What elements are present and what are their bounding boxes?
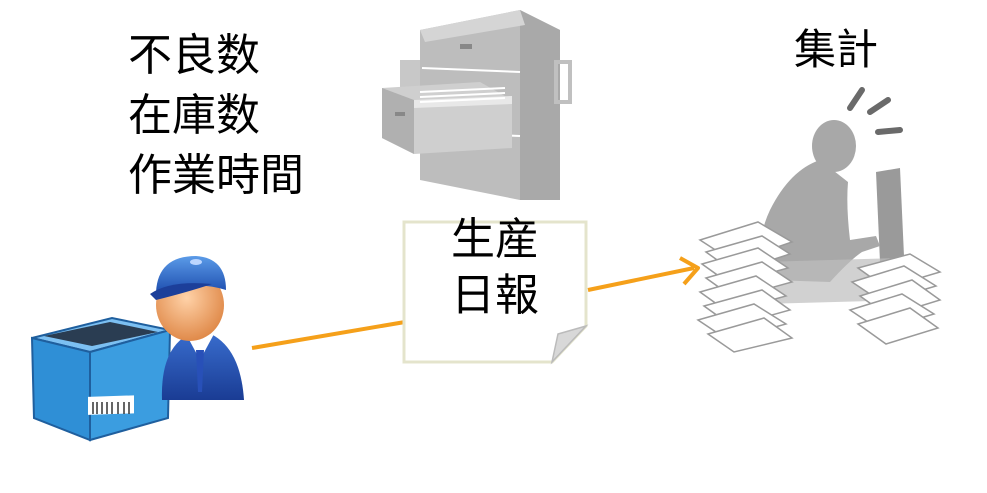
filing-cabinet-icon [382, 10, 572, 200]
report-note-text: 生産 日報 [404, 212, 586, 324]
worker-icon [150, 256, 244, 400]
paper-stack-icon [848, 253, 942, 345]
aggregate-label: 集計 [794, 25, 879, 74]
flow-arrow-worker-to-report [251, 320, 406, 350]
data-items-list: 不良数 在庫数 作業時間 [128, 26, 304, 206]
overwhelmed-person-icon [760, 87, 910, 304]
flow-arrow-report-to-aggregate [587, 256, 700, 292]
report-line-2: 日報 [451, 270, 539, 321]
paper-stack-icon [696, 221, 794, 353]
report-note-icon [402, 220, 589, 365]
data-item-inventory: 在庫数 [128, 90, 260, 141]
parts-box-icon [30, 316, 172, 442]
report-line-1: 生産 [451, 214, 539, 265]
data-item-defects: 不良数 [128, 30, 260, 81]
data-item-work-time: 作業時間 [128, 150, 304, 201]
